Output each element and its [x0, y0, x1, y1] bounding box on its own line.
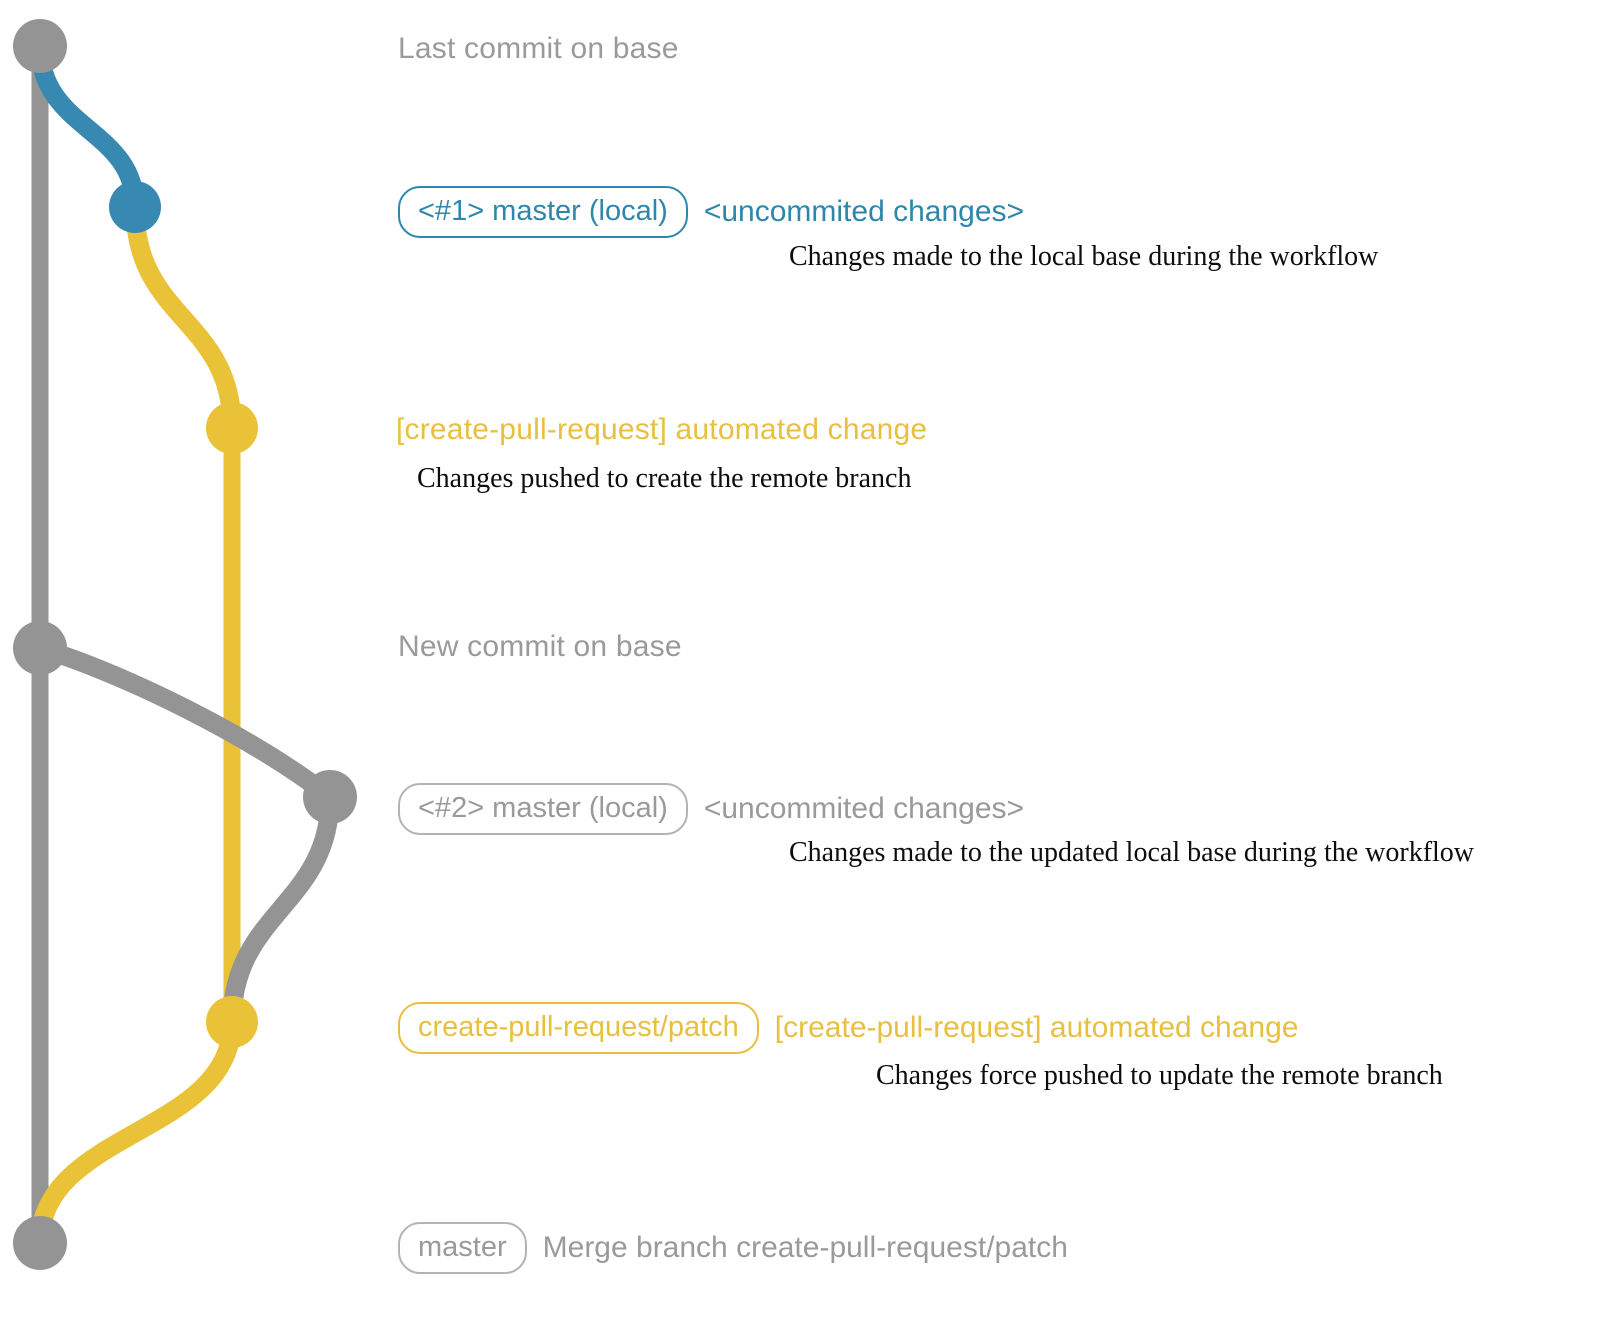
row-merge-commit-master: master Merge branch create-pull-request/… — [398, 1222, 1068, 1275]
branch-chip-master-local-1[interactable]: <#1> master (local) — [398, 186, 688, 239]
row-commit-automated-change-2: create-pull-request/patch [create-pull-r… — [398, 1002, 1299, 1055]
branch-chip-master-local-2[interactable]: <#2> master (local) — [398, 783, 688, 836]
commit-description-automated-change-2: Changes force pushed to update the remot… — [876, 1060, 1443, 1091]
branch-line-local-2 — [30, 638, 340, 807]
row-commit-automated-change-1: [create-pull-request] automated change — [396, 413, 927, 447]
commit-node-automated-change-2[interactable] — [206, 996, 258, 1048]
commit-node-local-master-2[interactable] — [303, 770, 357, 824]
commit-node-last-commit-on-base[interactable] — [13, 19, 67, 73]
git-graph — [13, 19, 357, 1270]
branch-chip-create-pull-request-patch[interactable]: create-pull-request/patch — [398, 1002, 759, 1055]
branch-line-patch-upper — [125, 197, 242, 438]
branch-line-local-1 — [30, 36, 145, 217]
commit-node-merge-master[interactable] — [13, 1216, 67, 1270]
row-last-commit-on-base: Last commit on base — [398, 32, 679, 66]
branch-line-local-2-to-patch — [222, 787, 340, 1032]
row-new-commit-on-base: New commit on base — [398, 630, 682, 664]
commit-description-local-1: Changes made to the local base during th… — [789, 241, 1379, 272]
commit-node-new-commit-on-base[interactable] — [13, 621, 67, 675]
commit-description-automated-change-1: Changes pushed to create the remote bran… — [417, 463, 912, 494]
commit-node-automated-change-1[interactable] — [206, 402, 258, 454]
commit-message-local-1: <uncommited changes> — [703, 195, 1025, 229]
branch-chip-master[interactable]: master — [398, 1222, 527, 1275]
commit-description-local-2: Changes made to the updated local base d… — [789, 837, 1475, 868]
commit-label-automated-change-1: [create-pull-request] automated change — [396, 413, 928, 446]
commit-message-merge-master: Merge branch create-pull-request/patch — [542, 1231, 1068, 1265]
row-commit-1-local-master: <#1> master (local) <uncommited changes> — [398, 186, 1025, 239]
branch-line-merge — [30, 1012, 242, 1253]
commit-message-local-2: <uncommited changes> — [703, 792, 1025, 826]
commit-label-new-commit-on-base: New commit on base — [398, 630, 682, 663]
row-commit-2-local-master: <#2> master (local) <uncommited changes> — [398, 783, 1025, 836]
commit-label-last-commit-on-base: Last commit on base — [398, 32, 679, 65]
commit-message-automated-change-2: [create-pull-request] automated change — [774, 1011, 1299, 1045]
commit-node-local-master-1[interactable] — [109, 181, 161, 233]
